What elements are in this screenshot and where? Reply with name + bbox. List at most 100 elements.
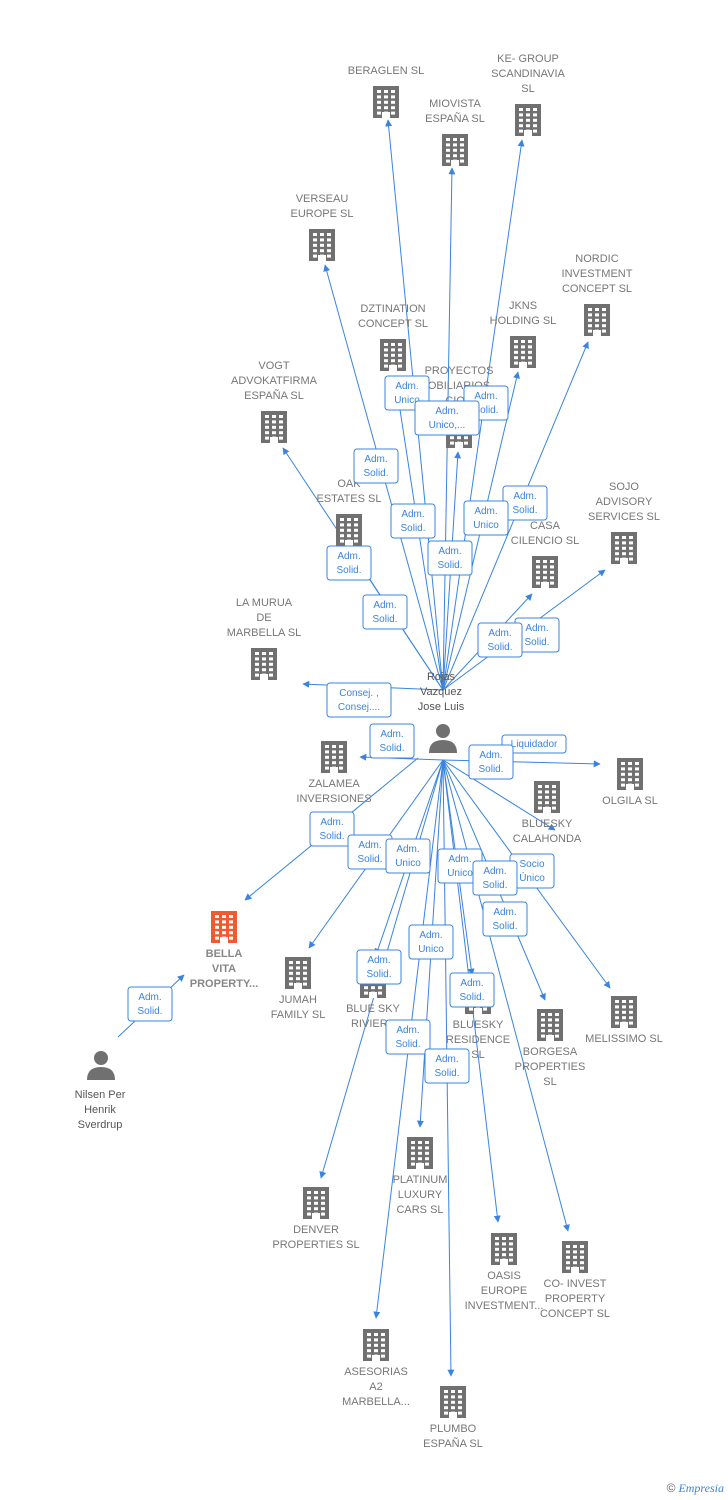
- role-box-asesorias[interactable]: Adm.Solid.: [385, 1019, 431, 1055]
- role-box-olgila-text: Liquidador: [511, 739, 558, 750]
- company-beraglen-icon[interactable]: [373, 86, 399, 118]
- role-box-melissimo[interactable]: Adm.Solid.: [472, 860, 518, 896]
- role-box-nordic-text: Adm.Solid.: [512, 491, 537, 516]
- role-box-melissimo-text: Adm.Solid.: [482, 866, 507, 891]
- role-box-verseau[interactable]: Adm.Solid.: [353, 448, 399, 484]
- company-melissimo-label: MELISSIMO SL: [585, 1033, 663, 1045]
- role-box-dztination-text: Adm.Solid.: [400, 509, 425, 534]
- role-box-nordic[interactable]: Adm.Solid.: [502, 485, 548, 521]
- role-box-nilsen-bella[interactable]: Adm.Solid.: [127, 986, 173, 1022]
- copyright-symbol: ©: [666, 1481, 676, 1495]
- role-box-zalamea-text: Adm.Solid.: [379, 729, 404, 754]
- company-casa-icon[interactable]: [532, 556, 558, 588]
- role-box-vogt[interactable]: Adm.Solid.: [326, 545, 372, 581]
- role-box-nilsen-bella-text: Adm.Solid.: [137, 992, 162, 1017]
- role-box-casa-text: Adm.Solid.: [487, 628, 512, 653]
- company-ke-group-icon[interactable]: [515, 104, 541, 136]
- role-box-bluesky-calahonda[interactable]: Adm.Solid.: [468, 744, 514, 780]
- role-box-oasis[interactable]: Adm.Solid.: [356, 949, 402, 985]
- company-zalamea-icon[interactable]: [321, 741, 347, 773]
- role-box-jumah[interactable]: Adm.Solid.: [347, 834, 393, 870]
- role-box-jkns-text: Adm.Unico: [473, 506, 499, 531]
- role-box-bluesky-riviera[interactable]: Adm.Unico: [385, 838, 431, 874]
- company-miovista-icon[interactable]: [442, 134, 468, 166]
- role-box-bluesky-residence-text: Adm.Unico: [447, 854, 473, 879]
- brand-name: Empresia: [678, 1481, 724, 1495]
- role-box-oak-text: Adm.Solid.: [372, 600, 397, 625]
- role-box-bluesky-riviera-text: Adm.Unico: [395, 844, 421, 869]
- empresia-credit[interactable]: © Empresia: [667, 1481, 724, 1496]
- company-lamurua-icon[interactable]: [251, 648, 277, 680]
- role-box-proyectos[interactable]: Adm.Solid.: [427, 540, 473, 576]
- edge-hub-co-invest: [442, 759, 570, 1232]
- company-asesorias-icon[interactable]: [363, 1329, 389, 1361]
- role-box-ke-group-text: Adm.Solid.: [473, 391, 498, 416]
- role-box-casa[interactable]: Adm.Solid.: [477, 622, 523, 658]
- company-jumah-icon[interactable]: [285, 957, 311, 989]
- edge-hub-olgila: [442, 759, 601, 768]
- company-bella-icon[interactable]: [211, 911, 237, 943]
- role-box-co-invest[interactable]: Adm.Solid.: [449, 972, 495, 1008]
- company-denver-icon[interactable]: [303, 1187, 329, 1219]
- company-olgila-label: OLGILA SL: [602, 795, 658, 807]
- company-vogt-icon[interactable]: [261, 411, 287, 443]
- company-platinum-icon[interactable]: [407, 1137, 433, 1169]
- role-box-miovista-text: Adm.Unico,...: [429, 406, 466, 431]
- company-plumbo-icon[interactable]: [440, 1386, 466, 1418]
- company-bluesky-calahonda-icon[interactable]: [534, 781, 560, 813]
- other-person-icon[interactable]: [87, 1051, 115, 1080]
- company-oak-icon[interactable]: [336, 514, 362, 546]
- company-co-invest-icon[interactable]: [562, 1241, 588, 1273]
- company-sojo-icon[interactable]: [611, 532, 637, 564]
- role-box-proyectos-text: Adm.Solid.: [437, 546, 462, 571]
- role-box-beraglen-text: Adm.Unico: [394, 381, 420, 406]
- role-box-olgila[interactable]: Liquidador: [501, 734, 567, 754]
- role-box-bella-text: Adm.Solid.: [319, 817, 344, 842]
- company-verseau-icon[interactable]: [309, 229, 335, 261]
- role-box-sojo-text: Adm.Solid.: [524, 623, 549, 648]
- role-box-platinum-text: Adm.Unico: [418, 930, 444, 955]
- company-oasis-icon[interactable]: [491, 1233, 517, 1265]
- role-box-oak[interactable]: Adm.Solid.: [362, 594, 408, 630]
- company-nordic-icon[interactable]: [584, 304, 610, 336]
- role-box-lamurua-text: Consej. ,Consej....: [338, 688, 380, 713]
- role-box-platinum[interactable]: Adm.Unico: [408, 924, 454, 960]
- role-box-lamurua[interactable]: Consej. ,Consej....: [326, 682, 392, 718]
- company-dztination-icon[interactable]: [380, 339, 406, 371]
- role-box-vogt-text: Adm.Solid.: [336, 551, 361, 576]
- role-box-bella[interactable]: Adm.Solid.: [309, 811, 355, 847]
- role-box-jkns[interactable]: Adm.Unico: [463, 500, 509, 536]
- role-box-denver-text: Adm.Solid.: [492, 907, 517, 932]
- role-box-dztination[interactable]: Adm.Solid.: [390, 503, 436, 539]
- company-melissimo-icon[interactable]: [611, 996, 637, 1028]
- company-borgesa-icon[interactable]: [537, 1009, 563, 1041]
- role-box-denver[interactable]: Adm.Solid.: [482, 901, 528, 937]
- role-box-zalamea[interactable]: Adm.Solid.: [369, 723, 415, 759]
- company-jkns-icon[interactable]: [510, 336, 536, 368]
- company-olgila-icon[interactable]: [617, 758, 643, 790]
- hub-person-icon[interactable]: [429, 724, 457, 753]
- role-box-miovista[interactable]: Adm.Unico,...: [414, 400, 480, 436]
- role-box-plumbo[interactable]: Adm.Solid.: [424, 1048, 470, 1084]
